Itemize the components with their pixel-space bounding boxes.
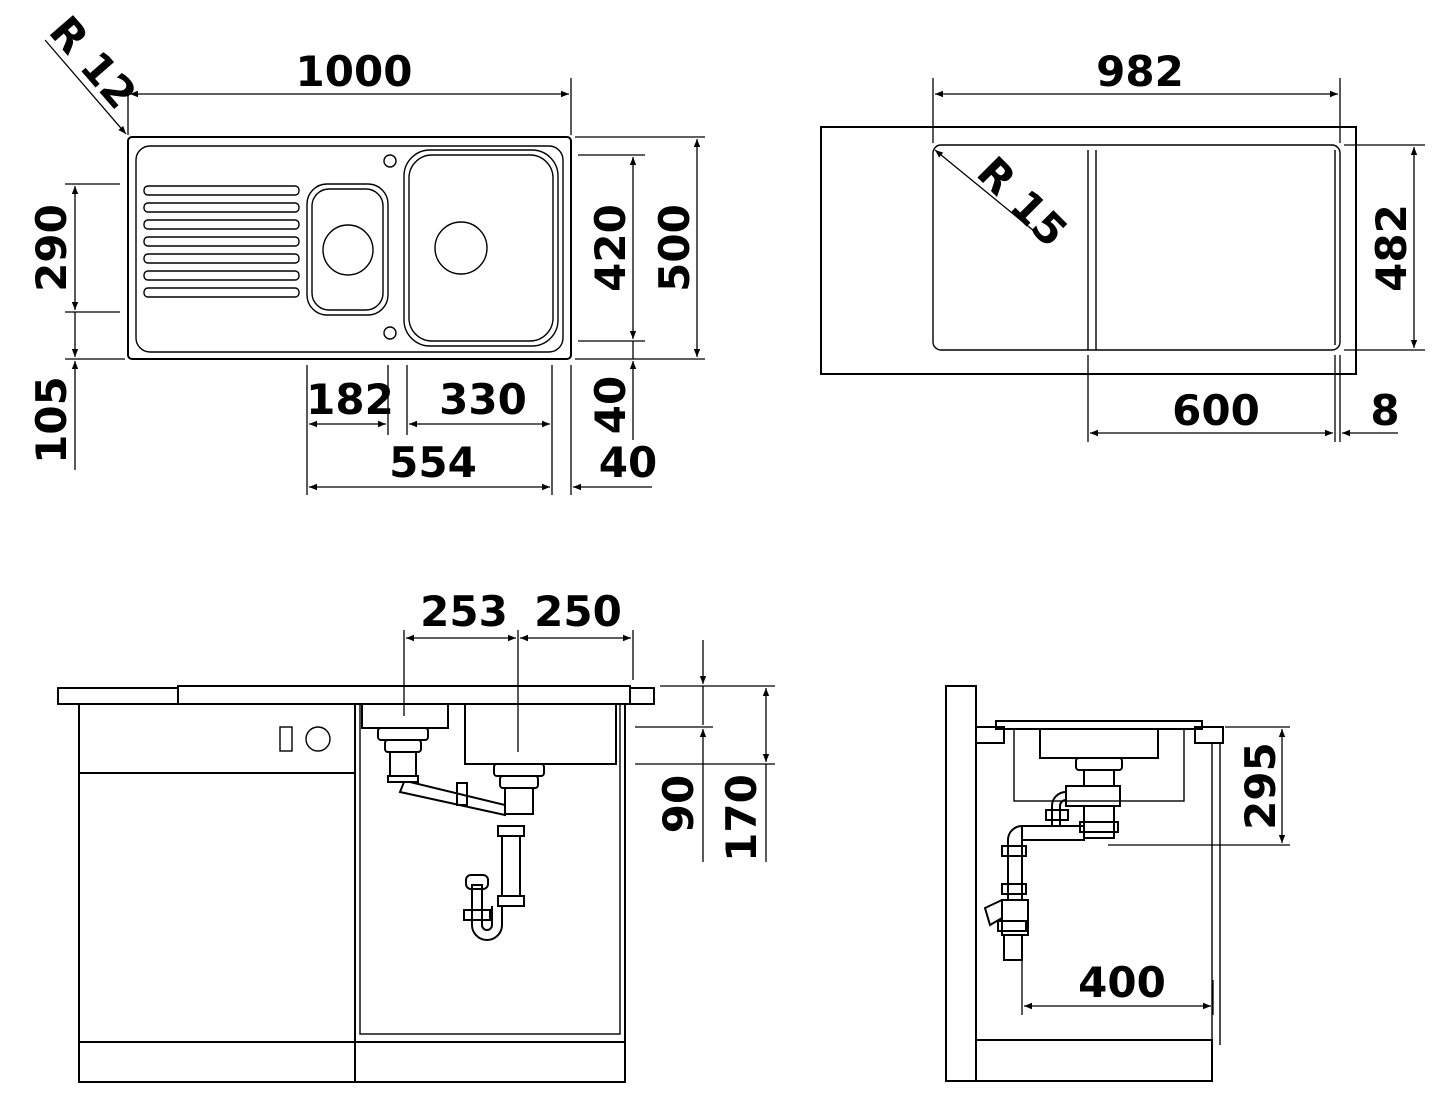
side-view: 295 400 xyxy=(945,685,1290,1082)
drainer-depth-label: 290 xyxy=(27,204,76,292)
cutout-width-label: 982 xyxy=(1096,47,1184,96)
front-offset-label: 105 xyxy=(27,376,76,464)
tap-hole xyxy=(383,154,397,168)
large-bowl-drain xyxy=(434,221,488,275)
large-bowl-height-label: 170 xyxy=(717,774,766,862)
bottom-margin-label: 40 xyxy=(586,376,635,434)
dishwasher-cabinet xyxy=(78,703,356,1083)
worktop-left-section xyxy=(57,687,179,705)
large-bowl-profile xyxy=(464,703,617,765)
cutout-depth-label: 482 xyxy=(1367,204,1416,292)
worktop-rear-section xyxy=(975,726,1005,744)
front-view-dimension-lines xyxy=(403,630,775,862)
cutout-view: 982 482 600 8 R 15 xyxy=(820,47,1425,442)
drain-offset-label: 400 xyxy=(1078,958,1166,1007)
bowls-total-width-label: 554 xyxy=(389,438,477,487)
top-view-dimension-lines xyxy=(44,39,701,491)
large-bowl-width-label: 330 xyxy=(439,375,527,424)
drain-plumbing xyxy=(377,727,545,941)
drainer-grooves xyxy=(143,185,300,298)
bowl-section-width-label: 600 xyxy=(1172,386,1260,435)
cutout-outline xyxy=(932,144,1341,351)
worktop-right-section xyxy=(629,687,655,705)
side-drain-plumbing xyxy=(983,757,1123,961)
small-bowl xyxy=(306,183,389,316)
worktop-front-section xyxy=(1194,726,1224,744)
small-bowl-width-label: 182 xyxy=(306,375,394,424)
sink-inner-rim xyxy=(135,145,564,353)
large-bowl xyxy=(403,149,559,347)
bowl-depth-label: 420 xyxy=(586,204,635,292)
front-view: 253 250 90 170 xyxy=(57,587,775,1083)
control-knob-icon xyxy=(279,726,293,752)
small-bowl-inner xyxy=(311,188,384,311)
large-bowl-center-label: 250 xyxy=(534,587,622,636)
side-view-dimension-lines xyxy=(1021,726,1290,1015)
small-bowl-profile xyxy=(361,703,449,729)
sink-cabinet xyxy=(354,703,626,1083)
top-view-extension-lines xyxy=(65,78,705,495)
cutout-dimension-lines xyxy=(934,90,1418,437)
large-bowl-inner xyxy=(408,154,554,342)
small-bowl-height-label: 90 xyxy=(654,775,703,833)
cutout-extension-lines xyxy=(932,78,1425,442)
edge-gap-label: 8 xyxy=(1370,386,1399,435)
side-cabinet-base xyxy=(975,1039,1213,1082)
depth-label: 500 xyxy=(650,204,699,292)
drain-height-label: 295 xyxy=(1236,742,1285,830)
overflow-hole xyxy=(383,326,397,340)
dial-icon xyxy=(305,726,331,752)
corner-radius-label: R 12 xyxy=(40,7,146,119)
small-bowl-center-label: 253 xyxy=(420,587,508,636)
cutout-radius-label: R 15 xyxy=(968,147,1077,256)
wall-section xyxy=(945,685,977,1082)
width-label: 1000 xyxy=(296,47,413,96)
sink-outline xyxy=(127,136,572,360)
sink-rim-side xyxy=(995,720,1203,730)
right-margin-label: 40 xyxy=(599,438,657,487)
small-bowl-drain xyxy=(322,224,374,276)
top-view: 1000 500 420 290 105 40 182 330 554 40 R… xyxy=(27,7,705,495)
